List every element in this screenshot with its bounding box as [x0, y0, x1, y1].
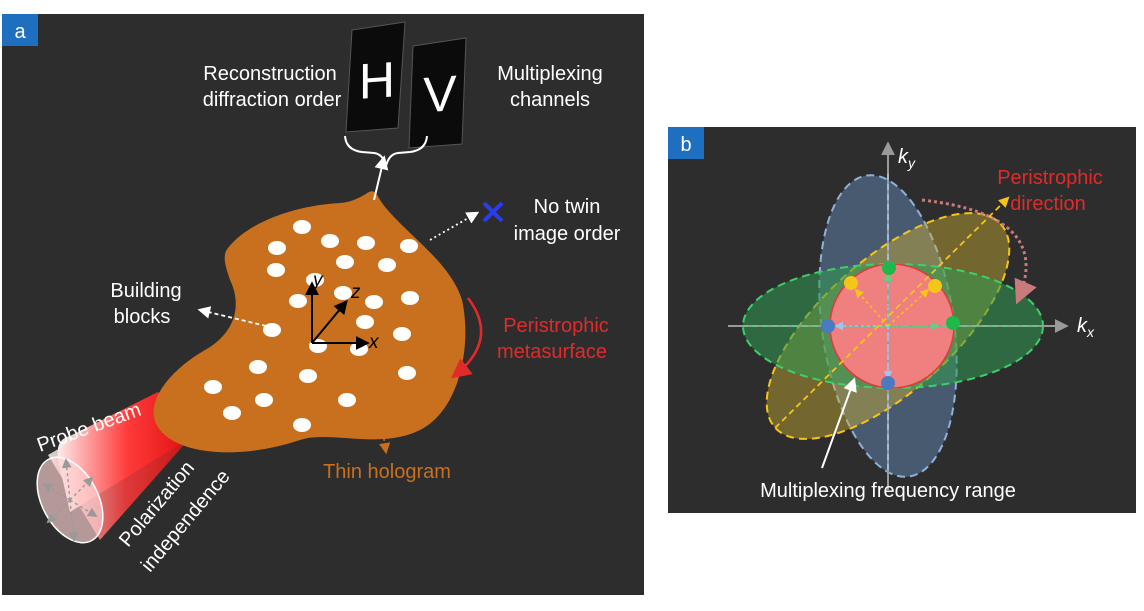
- no-twin-label-line2: image order: [514, 223, 621, 245]
- peristrophic-rotation-arrow: [450, 297, 483, 379]
- panel-a-badge: [2, 14, 38, 46]
- panel-b-badge: [668, 127, 704, 159]
- thin-hologram-arrow: [379, 425, 391, 455]
- thin-hologram-label: Thin hologram: [323, 461, 451, 483]
- peristrophic-direction-line2: direction: [1010, 193, 1086, 215]
- channel-letter-h: H: [359, 51, 395, 109]
- panel-a-badge-text: a: [14, 21, 26, 43]
- channel-card-v: V: [408, 37, 467, 149]
- inner-vector-arrows: [834, 272, 940, 380]
- panel-b: b Per: [668, 127, 1136, 513]
- thin-hologram-shape: [153, 191, 466, 453]
- multiplexing-channels-line1: Multiplexing: [497, 63, 603, 85]
- channel-card-h: H: [345, 21, 406, 133]
- axis-label-z: z: [350, 282, 361, 303]
- multiplexing-range-arrow: [821, 377, 857, 469]
- peristrophic-metasurface-line1: Peristrophic: [503, 315, 609, 337]
- building-blocks: [204, 220, 419, 432]
- multiplexing-channels-line2: channels: [510, 89, 590, 111]
- building-blocks-arrow: [197, 306, 267, 327]
- kx-label-sub: x: [1086, 324, 1095, 340]
- twin-image-arrow: [429, 211, 480, 241]
- peristrophic-direction-line1: Peristrophic: [997, 167, 1103, 189]
- reconstruction-label-line1: Reconstruction: [203, 63, 336, 85]
- ky-label-sub: y: [907, 155, 916, 171]
- kx-label-main: k: [1077, 315, 1088, 337]
- ky-label-main: k: [898, 146, 909, 168]
- local-axes: [305, 281, 370, 350]
- diagonal-dashed-axis: [774, 196, 1010, 429]
- building-blocks-label-line1: Building: [110, 280, 181, 302]
- frequency-dots: [821, 261, 960, 390]
- multiplexing-range-label: Multiplexing frequency range: [760, 480, 1016, 502]
- peristrophic-metasurface-line2: metasurface: [497, 341, 607, 363]
- no-twin-cross-icon: [482, 201, 504, 223]
- ky-label: ky: [898, 146, 916, 171]
- kx-label: kx: [1077, 315, 1095, 340]
- reconstruction-label-line2: diffraction order: [203, 89, 342, 111]
- axis-label-y: y: [311, 270, 324, 291]
- panel-a: a H V Reconstruction diffraction order M…: [2, 14, 644, 595]
- building-blocks-label-line2: blocks: [114, 306, 171, 328]
- no-twin-label-line1: No twin: [534, 196, 601, 218]
- channel-letter-v: V: [423, 65, 457, 123]
- peristrophic-direction-arrow: [921, 198, 1037, 305]
- panel-b-badge-text: b: [680, 134, 691, 156]
- reconstruction-arrow: [373, 155, 389, 201]
- axis-label-x: x: [368, 332, 380, 353]
